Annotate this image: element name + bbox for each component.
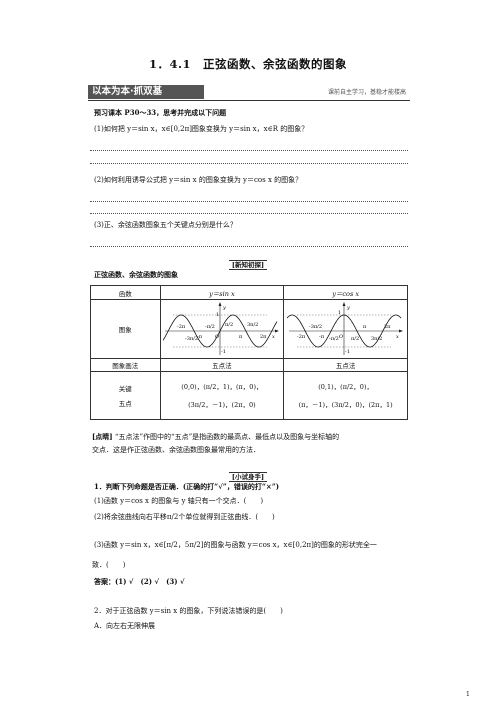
answer-line xyxy=(90,213,408,214)
label-3pi2: 3π/2 xyxy=(371,336,382,342)
label-negpi: -π xyxy=(197,334,203,340)
answer-line xyxy=(90,150,408,151)
banner-slogan: 课前自主学习，基稳才能楼高 xyxy=(327,89,406,96)
label-one: 1 xyxy=(338,310,341,316)
section-title: 正弦函数、余弦函数的图象 xyxy=(94,270,178,279)
table-header-cos: y＝cos x xyxy=(283,285,408,300)
judge-item-1: (1)函数 y＝cos x 的图象与 y 轴只有一个交点．( ) xyxy=(94,497,264,505)
section-tag-small: [小试身手] xyxy=(228,472,268,482)
preview-question-3: (3)正、余弦函数图象五个关键点分别是什么？ xyxy=(94,221,237,229)
page-number: 1 xyxy=(466,691,470,698)
cos-method: 五点法 xyxy=(283,358,408,372)
table-header-sin: y＝sin x xyxy=(159,285,285,300)
label-3pi2: 3π/2 xyxy=(247,322,258,328)
answer-line xyxy=(90,163,408,164)
section-tag-new: [新知初探] xyxy=(228,260,268,270)
label-pi: π xyxy=(239,334,243,340)
table-row-graph-label: 图象 xyxy=(90,299,161,359)
table-row-method-label: 图象画法 xyxy=(90,358,161,372)
answer-line xyxy=(90,201,408,202)
cosine-curve xyxy=(286,314,401,348)
label-x: x xyxy=(396,334,399,340)
label-negpi2: -π/2 xyxy=(205,324,215,330)
label-x: x xyxy=(272,334,275,340)
label-origin: O xyxy=(339,334,343,340)
label-neg3pi2: -3π/2 xyxy=(185,336,198,342)
sine-graph: -2π -3π/2 -π -π/2 O π/2 π 3π/2 2π x y 1 … xyxy=(162,302,279,355)
sine-curve xyxy=(162,314,278,348)
label-pi2: π/2 xyxy=(351,336,359,342)
answer-line: 答案：(1) √ (2) √ (3) √ xyxy=(94,577,185,586)
label-origin: O xyxy=(215,334,219,340)
sin-method: 五点法 xyxy=(159,358,285,372)
cosine-graph: -2π -3π/2 -π -π/2 O π/2 π 3π/2 2π x y 1 … xyxy=(286,302,403,355)
note-tag: [点睛] xyxy=(92,432,113,441)
label-neg2pi: -2π xyxy=(177,324,186,330)
y-axis-arrow xyxy=(342,302,346,306)
exercise-2: 2．对于正弦函数 y＝sin x 的图象，下列说法错误的是( ) xyxy=(94,607,283,615)
label-neg3pi2: -3π/2 xyxy=(309,324,322,330)
cos-key-points: (0,1)，(π/2，0)， (π，－1)，(3π/2，0)，(2π，1) xyxy=(283,371,408,420)
banner-label: 以本为本·抓双基 xyxy=(88,85,204,99)
page-title: 1．4.1 正弦函数、余弦函数的图象 xyxy=(148,57,347,71)
table-row-points-label: 关键 五点 xyxy=(90,371,161,420)
label-y: y xyxy=(222,305,226,311)
preview-question-1: (1)如何把 y＝sin x，x∈[0,2π]图象变换为 y＝sin x，x∈R… xyxy=(94,125,309,133)
label-pi2: π/2 xyxy=(225,322,233,328)
sin-key-points: (0,0)，(π/2，1)，(π，0)， (3π/2，－1)，(2π，0) xyxy=(159,371,285,420)
preview-heading: 预习课本 P30～33，思考并完成以下问题 xyxy=(94,108,227,117)
table-header-function: 函数 xyxy=(90,285,161,300)
note-text: “五点法”作图中的“五点”是指函数的最高点、最低点以及图象与坐标轴的 xyxy=(114,433,340,441)
judge-item-3-cont: 致．( ) xyxy=(92,561,126,569)
note-line-1: [点睛] “五点法”作图中的“五点”是指函数的最高点、最低点以及图象与坐标轴的 xyxy=(92,432,339,442)
label-negpi: -π xyxy=(319,334,325,340)
x-axis-arrow xyxy=(274,329,279,333)
label-negpi2: -π/2 xyxy=(329,336,339,342)
y-axis-arrow xyxy=(218,302,222,306)
label-one: 1 xyxy=(216,312,219,318)
x-axis-arrow xyxy=(398,329,403,333)
sine-graph-cell: -2π -3π/2 -π -π/2 O π/2 π 3π/2 2π x y 1 … xyxy=(159,299,285,359)
function-table: 函数 y＝sin x y＝cos x 图象 -2π -3π/2 -π -π/2 … xyxy=(90,285,408,420)
section-banner: 以本为本·抓双基 课前自主学习，基稳才能楼高 xyxy=(88,85,410,101)
note-line-2: 交点．这是作正弦函数、余弦函数图象最常用的方法． xyxy=(92,446,260,454)
cosine-graph-cell: -2π -3π/2 -π -π/2 O π/2 π 3π/2 2π x y 1 … xyxy=(283,299,408,359)
exercise-2-option-a: A．向左右无限伸展 xyxy=(94,622,156,630)
label-neg2pi: -2π xyxy=(297,334,306,340)
judge-item-3: (3)函数 y＝sin x，x∈[π/2，5π/2]的图象与函数 y＝cos x… xyxy=(94,541,377,549)
exercise-1: 1．判断下列命题是否正确．(正确的打“√”，错误的打“×”) xyxy=(94,482,280,491)
label-negone: -1 xyxy=(221,349,226,355)
judge-item-2: (2)将余弦曲线向右平移π/2个单位就得到正弦曲线．( ) xyxy=(94,513,275,521)
label-pi: π xyxy=(363,324,367,330)
answer-line xyxy=(90,246,408,247)
label-2pi: 2π xyxy=(260,334,267,340)
label-y: y xyxy=(346,305,350,311)
label-negone: -1 xyxy=(345,349,350,355)
preview-question-2: (2)如何利用诱导公式把 y＝sin x 的图象变换为 y＝cos x 的图象？ xyxy=(94,176,303,184)
label-2pi: 2π xyxy=(384,324,391,330)
